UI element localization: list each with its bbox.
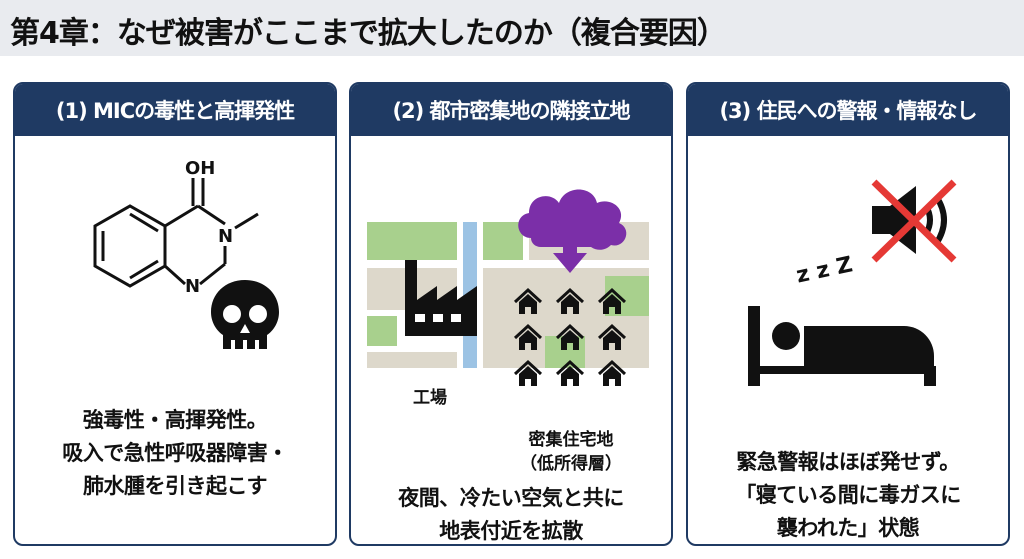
description-line: 緊急警報はほぼ発せず。 — [736, 450, 960, 474]
sleeping-person-bed-icon — [748, 306, 936, 386]
card-header: (1) MICの毒性と高揮発性 — [15, 84, 335, 136]
zzz-text: z z Z — [794, 252, 855, 289]
skull-icon — [211, 280, 279, 349]
housing-label-text: 密集住宅地 — [528, 430, 614, 450]
factory-label: 工場 — [413, 388, 447, 408]
title-bar: 第4章：なぜ被害がここまで拡大したのか（複合要因） — [0, 0, 1024, 56]
description-line: 「寝ている間に毒ガスに — [735, 483, 961, 507]
description-line: 地表付近を拡散 — [439, 519, 583, 543]
housing-label: 密集住宅地 （低所得層） — [501, 428, 641, 476]
chemical-structure-icon: OH N N — [93, 158, 259, 297]
description-line: 肺水腫を引き起こす — [82, 474, 268, 498]
card-header: (2) 都市密集地の隣接立地 — [351, 84, 671, 136]
card-no-warning: (3) 住民への警報・情報なし z z Z 緊急警報はほぼ発せず。 「寝ている間… — [686, 82, 1010, 546]
gas-cloud-icon — [518, 189, 627, 273]
houses-icon — [513, 288, 627, 388]
card-urban-location: (2) 都市密集地の隣接立地 工場 密集住宅地 （低所得層） 夜間、冷たい空気と… — [349, 82, 673, 546]
n-label: N — [185, 276, 200, 297]
description-line: 吸入で急性呼吸器障害・ — [62, 441, 288, 465]
page-title: 第4章：なぜ被害がここまで拡大したのか（複合要因） — [10, 16, 727, 51]
muted-speaker-icon — [871, 179, 957, 263]
description-line: 襲われた」状態 — [776, 516, 920, 540]
housing-sublabel: （低所得層） — [520, 454, 622, 474]
factory-icon — [405, 260, 477, 336]
description-line: 強毒性・高揮発性。 — [82, 408, 268, 432]
oh-label: OH — [185, 158, 215, 179]
n-label: N — [218, 226, 233, 247]
description-line: 夜間、冷たい空気と共に — [398, 486, 624, 510]
card-mic-toxicity: (1) MICの毒性と高揮発性 OH N N 強毒性・高揮発性。 吸入で急性呼吸… — [13, 82, 337, 546]
card-header: (3) 住民への警報・情報なし — [688, 84, 1008, 136]
